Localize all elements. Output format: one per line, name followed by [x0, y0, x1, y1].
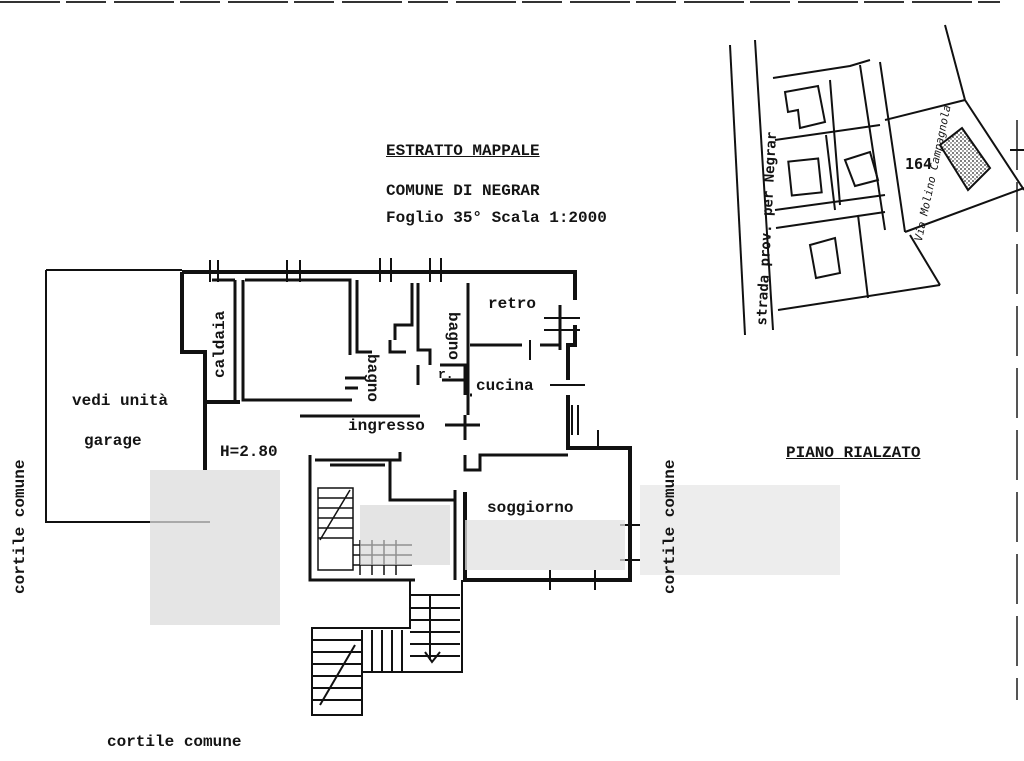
room-label-bagno-1: bagno	[363, 354, 381, 403]
garage-label-line1: vedi unità	[72, 392, 169, 410]
foglio-scale-label: Foglio 35° Scala 1:2000	[386, 209, 607, 227]
interior-walls	[212, 278, 568, 582]
room-label-retro: retro	[488, 295, 537, 313]
room-label-r: r.	[438, 367, 454, 382]
room-label-soggiorno: soggiorno	[487, 499, 574, 517]
windows	[209, 258, 640, 590]
room-label-ingresso: ingresso	[348, 417, 425, 435]
room-label-caldaia: caldaia	[211, 310, 229, 378]
location-map	[729, 24, 1024, 336]
floor-level-label: PIANO RIALZATO	[786, 444, 921, 462]
room-label-bagno-2: bagno	[444, 312, 462, 361]
map-parcel-number: 164	[905, 155, 933, 173]
parcel-164-building	[938, 126, 992, 192]
comune-label: COMUNE DI NEGRAR	[386, 182, 540, 200]
cortile-label-right: cortile comune	[661, 459, 679, 594]
room-label-cucina: cucina	[476, 377, 534, 395]
cortile-label-left: cortile comune	[11, 459, 29, 594]
map-buildings	[783, 84, 880, 280]
stair-lower	[311, 580, 463, 716]
ceiling-height-label: H=2.80	[220, 443, 278, 461]
garage-label-line2: garage	[84, 432, 142, 450]
cortile-label-bottom: cortile comune	[107, 733, 242, 751]
page-title: ESTRATTO MAPPALE	[386, 142, 540, 160]
